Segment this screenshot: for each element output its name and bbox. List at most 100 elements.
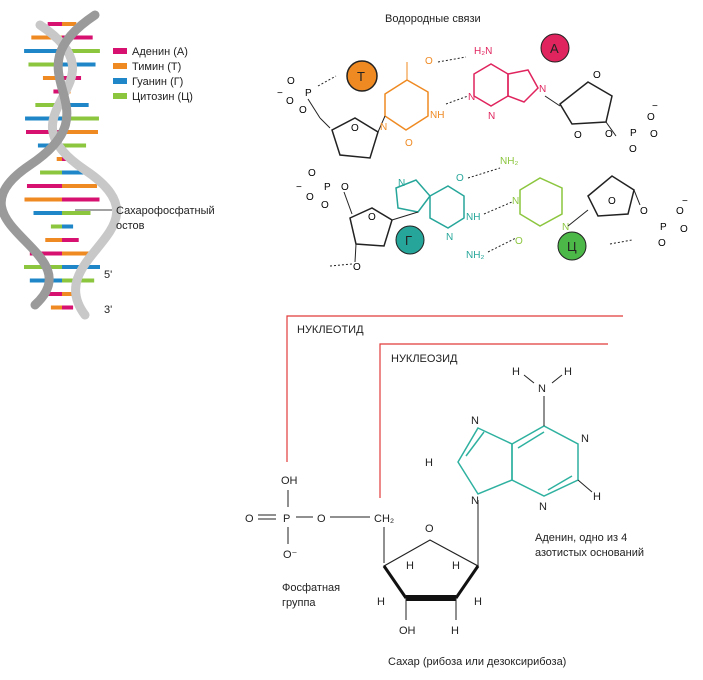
helix-rung	[35, 103, 62, 107]
thymine-ring	[384, 79, 429, 131]
sugar-ring-3-o-bottom: O	[353, 262, 361, 273]
adenine-badge-letter: А	[550, 41, 559, 56]
cytosine-n-2: N	[562, 222, 569, 233]
sugar-h-1: H	[406, 560, 414, 572]
legend-label-guanine: Гуанин (Г)	[132, 76, 183, 88]
helix-rung	[62, 103, 89, 107]
phosphate4-charge: −	[682, 196, 688, 207]
phosphate4-o-b: O	[680, 224, 688, 235]
sugar-ring-4	[587, 175, 635, 217]
cytosine-ring	[519, 177, 563, 227]
legend-swatch-guanine	[113, 78, 127, 84]
legend-label-cytosine: Цитозин (Ц)	[132, 91, 193, 103]
sugar-ring-4-o: O	[608, 196, 616, 207]
guanine-cytosine-pair: O P O O O − O O N O NH N NH₂ Г NH₂ N O N…	[296, 156, 688, 273]
dna-double-helix	[0, 10, 122, 320]
phosphate2-p: P	[630, 128, 637, 139]
helix-rung	[62, 211, 91, 215]
cytosine-o: O	[515, 236, 523, 247]
legend-label-thymine: Тимин (Т)	[132, 61, 181, 73]
phosphate-charge: −	[277, 88, 283, 99]
thymine-o-bottom: O	[405, 138, 413, 149]
phosphate2-o-c: O	[650, 129, 658, 140]
phosphate-caption-2: группа	[282, 597, 316, 609]
helix-rung	[31, 35, 62, 40]
sugar-h-5: H	[451, 625, 459, 637]
sugar-ring-oxygen: O	[425, 523, 434, 535]
adenine-base-h: H	[425, 457, 433, 469]
sugar-ch2: CH₂	[374, 513, 394, 525]
cytosine-badge	[557, 231, 587, 261]
phosphate2-o-d: O	[629, 144, 637, 155]
amine-h-left: H	[512, 366, 520, 378]
phosphate3-o-top: O	[308, 168, 316, 179]
helix-rung	[62, 143, 87, 148]
backbone-label-line1: Сахарофосфатный	[116, 205, 215, 217]
sugar-pentose-ring	[383, 539, 479, 599]
phosphate3-o-right: O	[341, 182, 349, 193]
adenine-base-n-3: N	[581, 433, 589, 445]
thymine-badge-letter: Т	[357, 69, 365, 84]
helix-rung	[62, 184, 98, 188]
nucleotide-bracket	[286, 315, 623, 462]
sugar-h-3: H	[377, 596, 385, 608]
phosphate-o-double: O	[245, 513, 254, 525]
helix-rung	[24, 49, 63, 53]
guanine-badge-letter: Г	[405, 233, 412, 248]
guanine-nh: NH	[466, 212, 480, 223]
helix-rung	[62, 170, 84, 175]
guanine-n-2: N	[446, 232, 453, 243]
adenine-n-1: N	[468, 92, 475, 103]
h-bond-ta-2	[445, 95, 469, 105]
helix-rung	[50, 224, 62, 229]
sugar-h-2: H	[452, 560, 460, 572]
nucleoside-label: НУКЛЕОЗИД	[391, 353, 458, 365]
strand-end-3-label: 3'	[104, 304, 112, 316]
helix-rung	[25, 116, 62, 121]
adenine-base-n-1: N	[471, 415, 479, 427]
phosphate3-o-left: O	[306, 192, 314, 203]
phosphate-o-minus: O⁻	[283, 549, 298, 561]
hydrogen-bonds-title: Водородные связи	[385, 13, 481, 25]
h-bond-gc-3	[487, 237, 517, 253]
helix-rung	[62, 116, 99, 121]
adenine-ring-6	[473, 63, 509, 107]
adenine-base: H N N N N H N H H Аденин, одно из 4 азот…	[425, 366, 644, 566]
helix-rung	[56, 157, 62, 161]
sugar-caption: Сахар (рибоза или дезоксирибоза)	[388, 656, 566, 668]
thymine-adenine-pair: O P O O − O O NH O N Т H₂N N N N А O	[277, 33, 658, 159]
helix-rung	[40, 170, 62, 175]
helix-rung	[62, 292, 79, 296]
adenine-caption-2: азотистых оснований	[535, 547, 644, 559]
helix-rung	[47, 22, 62, 26]
phosphate-o-minus: O	[299, 105, 307, 116]
adenine-h2n: H₂N	[474, 46, 492, 57]
adenine-base-h-right: H	[593, 491, 601, 503]
phosphate-group: OH O P O O⁻ Фосфатная группа	[245, 475, 370, 609]
phosphate-caption-1: Фосфатная	[282, 582, 340, 594]
legend-swatch-cytosine	[113, 93, 127, 99]
phosphate4-o-a: O	[676, 206, 684, 217]
sugar-ring-3-o: O	[368, 212, 376, 223]
adenine-base-n-2: N	[471, 495, 479, 507]
guanine-ring-5	[395, 179, 431, 213]
sugar-ring-2-o-bottom: O	[574, 130, 582, 141]
helix-rung	[45, 292, 62, 296]
sugar-ring-3	[349, 207, 393, 247]
phosphate-o-top: O	[287, 76, 295, 87]
helix-rung	[62, 22, 77, 26]
helix-rung	[62, 197, 100, 202]
helix-rung	[62, 62, 96, 67]
phosphate-bridge-o: O	[317, 513, 326, 525]
cytosine-nh2: NH₂	[500, 156, 518, 167]
backbone-strand-front	[0, 10, 100, 310]
sugar-ring-2-o: O	[593, 70, 601, 81]
helix-rung	[24, 197, 62, 202]
helix-rung	[42, 76, 62, 80]
adenine-base-ring-5	[457, 427, 513, 495]
adenine-n-3: N	[539, 84, 546, 95]
sugar-ring-4-o-right: O	[640, 206, 648, 217]
helix-rung	[62, 35, 93, 40]
thymine-o-top: O	[425, 56, 433, 67]
